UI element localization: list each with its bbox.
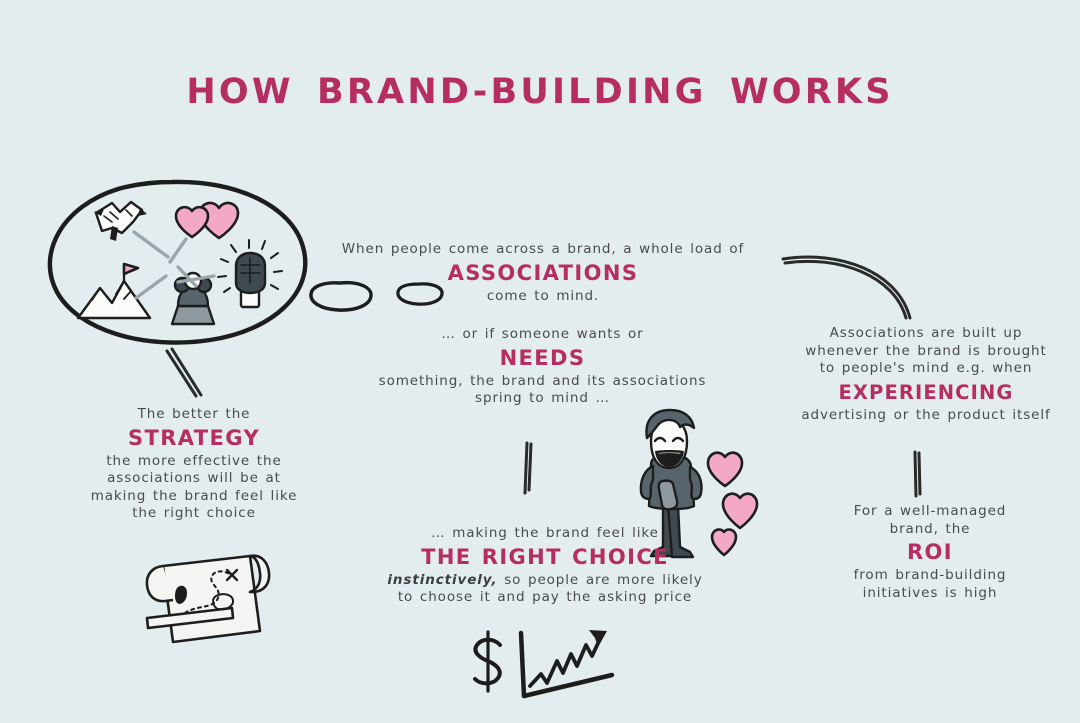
- connector-center-vertical: [523, 441, 533, 495]
- text-block-right-choice: … making the brand feel like THE RIGHT C…: [355, 525, 735, 607]
- eagle-icon: [94, 200, 147, 241]
- strategy-highlight: STRATEGY: [127, 425, 261, 450]
- instinctively-emphasis: instinctively,: [387, 571, 498, 588]
- roi-line2: brand, the: [889, 520, 971, 537]
- experiencing-line4: advertising or the product itself: [801, 406, 1051, 423]
- roi-line1: For a well-managed: [853, 503, 1007, 519]
- right-choice-line2: so people are more likely: [497, 571, 703, 588]
- right-choice-line-instinctively: instinctively, so people are more likely: [355, 572, 735, 590]
- roi-highlight: ROI: [906, 540, 954, 564]
- growth-chart-icon: [473, 630, 615, 699]
- right-choice-line1: … making the brand feel like: [431, 525, 659, 541]
- text-block-strategy: The better the STRATEGY the more effecti…: [70, 406, 318, 523]
- connector-left-diagonal: [165, 347, 203, 398]
- right-choice-highlight: THE RIGHT CHOICE: [421, 544, 669, 569]
- experiencing-highlight: EXPERIENCING: [838, 380, 1014, 404]
- needs-line3: spring to mind …: [475, 390, 610, 406]
- text-block-needs: … or if someone wants or NEEDS something…: [355, 326, 730, 408]
- raised-fist-icon: [217, 239, 283, 309]
- roi-line4: initiatives is high: [862, 584, 998, 601]
- strategy-line3: associations will be at: [107, 470, 281, 486]
- needs-highlight: NEEDS: [499, 345, 586, 370]
- mind-internal-links: [132, 230, 216, 300]
- text-block-roi: For a well-managed brand, the ROI from b…: [820, 503, 1040, 602]
- associations-highlight: ASSOCIATIONS: [447, 260, 639, 285]
- needs-line2: something, the brand and its association…: [378, 372, 707, 389]
- associations-line1: When people come across a brand, a whole…: [341, 241, 745, 257]
- page-title: HOW BRAND-BUILDING WORKS: [186, 72, 894, 112]
- text-block-experiencing: Associations are built up whenever the b…: [786, 325, 1066, 424]
- hearts-icon: [174, 201, 240, 240]
- right-choice-line3: to choose it and pay the asking price: [397, 589, 693, 605]
- connector-right-vertical: [913, 450, 922, 498]
- connector-top-right-arc: [781, 255, 912, 320]
- experiencing-line3: to people's mind e.g. when: [819, 360, 1033, 376]
- treasure-map-scroll-icon: [145, 554, 271, 644]
- roi-line3: from brand-building: [853, 567, 1007, 583]
- strategy-line1: The better the: [137, 406, 251, 422]
- text-block-associations: When people come across a brand, a whole…: [318, 241, 768, 305]
- people-group-icon: [170, 271, 216, 326]
- associations-line2: come to mind.: [486, 287, 600, 304]
- strategy-line4: making the brand feel like: [90, 487, 298, 504]
- strategy-line5: the right choice: [132, 505, 256, 521]
- experiencing-line1: Associations are built up: [829, 325, 1023, 341]
- needs-line1: … or if someone wants or: [441, 326, 644, 342]
- strategy-line2: the more effective the: [106, 452, 282, 469]
- mountain-flag-icon: [76, 262, 152, 320]
- experiencing-line2: whenever the brand is brought: [805, 342, 1047, 359]
- mind-ellipse: [47, 179, 308, 345]
